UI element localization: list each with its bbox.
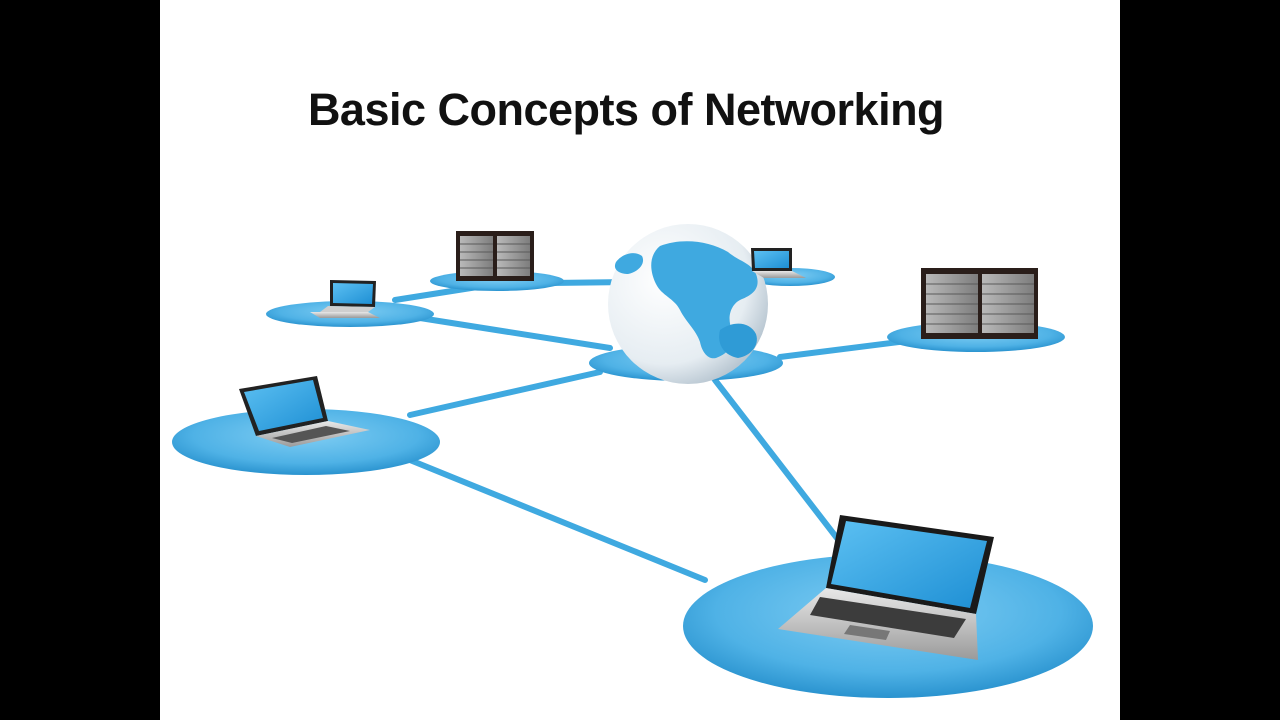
slide-title: Basic Concepts of Networking [307, 84, 945, 135]
link-hub-small-laptop [417, 315, 613, 351]
slide: Basic Concepts of Networking [160, 0, 1120, 720]
network-diagram [172, 224, 1093, 698]
laptop-icon [778, 515, 994, 660]
laptop-icon [310, 280, 380, 318]
laptop-icon [751, 248, 806, 278]
link-hub-left-laptop [407, 369, 603, 418]
link-hub-right-server [777, 337, 918, 360]
server-icon [456, 231, 534, 281]
globe-icon [608, 224, 768, 384]
server-icon [921, 268, 1038, 339]
link-hub-laptop-bottom-right [712, 377, 853, 558]
link-left-laptop-bottom-right [402, 455, 708, 583]
connection-lines [392, 279, 918, 583]
laptop-icon [239, 376, 370, 447]
